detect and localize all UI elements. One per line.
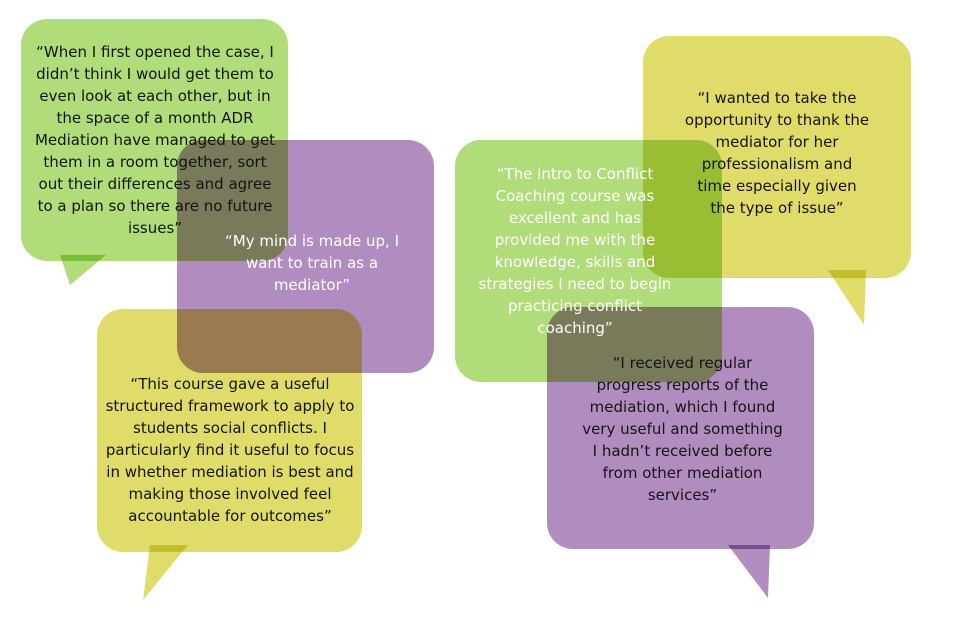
quote-3-text: “This course gave a useful structured fr… (105, 375, 355, 525)
speech-bubble-3 (97, 309, 362, 552)
speech-bubble-5 (643, 36, 911, 278)
quote-6-text: “I received regular progress reports of … (582, 354, 783, 504)
speech-bubble-6 (547, 307, 814, 549)
bubble-5-tail (828, 270, 866, 325)
quote-2-text: “My mind is made up, I want to train as … (225, 232, 399, 294)
quote-1-text: “When I first opened the case, I didn’t … (34, 43, 276, 237)
quote-5-text: “I wanted to take the opportunity to tha… (684, 89, 870, 217)
bubble-6-tail (728, 545, 770, 598)
quote-4-text: “The intro to Conflict Coaching course w… (478, 165, 672, 337)
bubble-1-tail (60, 255, 106, 285)
bubble-3-tail (143, 545, 188, 600)
